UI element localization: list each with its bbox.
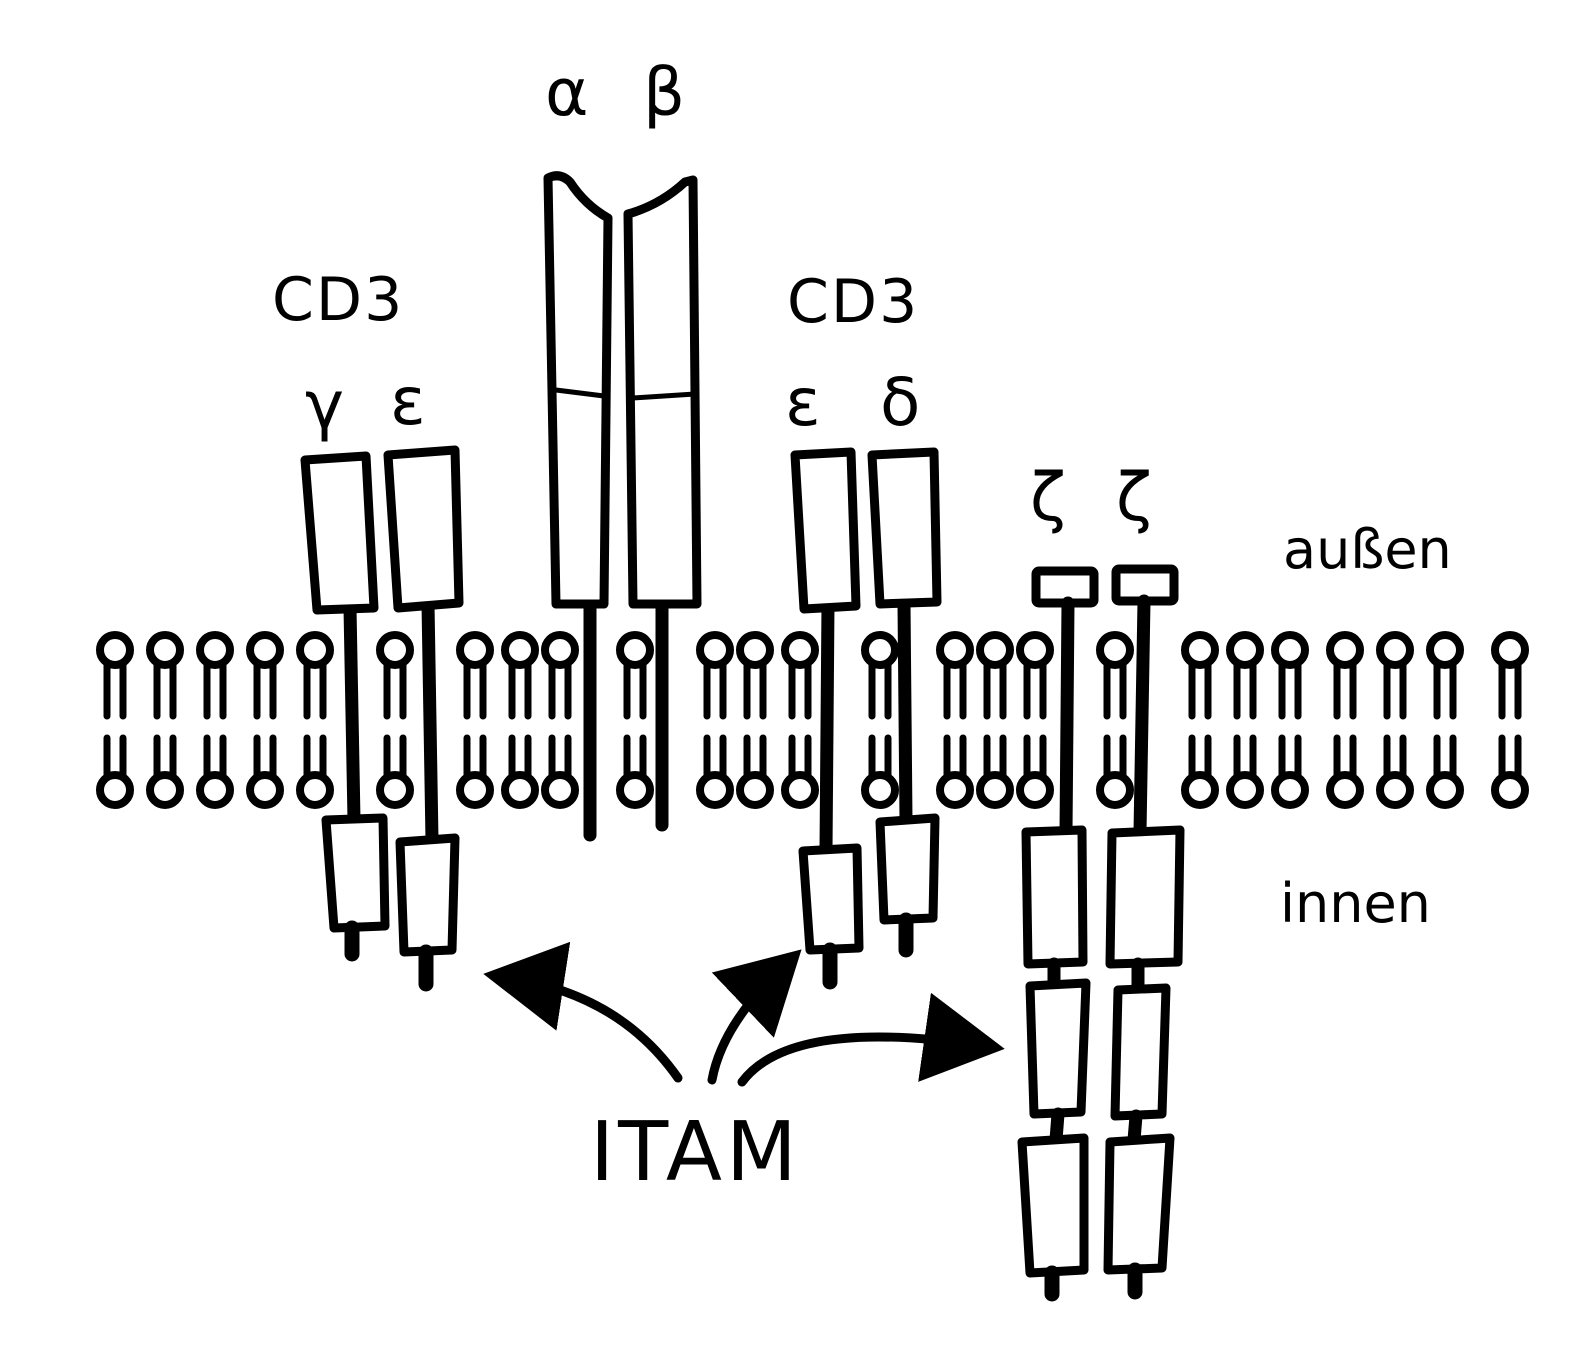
phospholipid [1096,631,1134,809]
label-delta: δ [880,364,920,441]
cd3-delta-chain [867,447,942,958]
phospholipid [861,631,899,809]
label-cd3-right: CD3 [787,267,919,337]
label-inside: innen [1280,872,1431,935]
label-gamma: γ [305,367,344,444]
phospholipid [1016,631,1054,809]
cd3-gamma-chain [300,451,390,962]
phospholipid [1376,631,1414,809]
phospholipid [541,631,579,809]
phospholipid [376,631,414,809]
label-alpha: α [545,54,589,131]
label-outside: außen [1283,518,1452,581]
label-beta: β [643,54,685,131]
label-zeta-2: ζ [1116,459,1152,536]
zeta-chain-1 [1017,566,1099,1302]
phospholipid [146,631,184,809]
zeta-chain-2 [1103,564,1185,1300]
label-epsilon-right: ε [785,364,821,441]
phospholipid [696,631,734,809]
phospholipid [781,631,819,809]
arrow-to-zeta [737,992,1005,1087]
arrow-to-cd3-epsilon-delta [707,949,802,1085]
phospholipid [96,631,134,809]
tcr-alpha-chain [543,171,613,842]
phospholipid [936,631,974,809]
tcr-beta-chain [623,175,702,832]
phospholipid [501,631,539,809]
phospholipid [246,631,284,809]
arrow-to-cd3-gamma-epsilon [483,941,683,1083]
label-epsilon-left: ε [390,363,426,440]
phospholipid [296,631,334,809]
phospholipid [1181,631,1219,809]
phospholipid [736,631,774,809]
lipid-bilayer [96,631,1529,809]
phospholipid [616,631,654,809]
itam-arrows [483,941,1005,1087]
cd3-epsilon-chain-left [383,445,464,992]
phospholipid [1271,631,1309,809]
label-itam: ITAM [590,1105,801,1200]
label-cd3-left: CD3 [272,265,404,335]
phospholipid [1326,631,1364,809]
phospholipid [1491,631,1529,809]
phospholipid [976,631,1014,809]
phospholipid [1426,631,1464,809]
label-zeta-1: ζ [1030,459,1066,536]
phospholipid [456,631,494,809]
cd3-epsilon-chain-right [790,447,864,990]
phospholipid [196,631,234,809]
phospholipid [1226,631,1264,809]
